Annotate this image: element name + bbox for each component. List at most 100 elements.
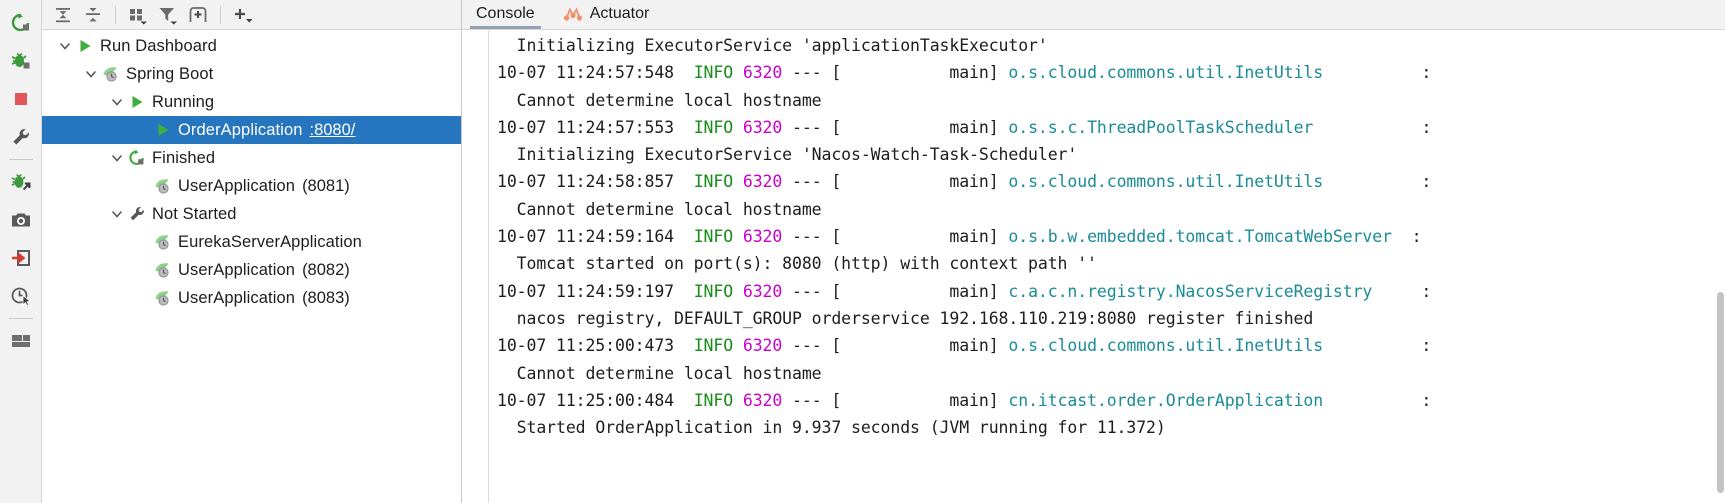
console-log-line: 10-07 11:25:00:484 INFO 6320 --- [ main]… bbox=[497, 387, 1725, 414]
tree-row-label: Spring Boot bbox=[126, 64, 214, 83]
console-output-area[interactable]: Initializing ExecutorService 'applicatio… bbox=[462, 30, 1725, 503]
log-segment-plain bbox=[733, 172, 743, 191]
log-segment-plain: : bbox=[1391, 227, 1422, 247]
log-segment-plain: --- [ main] bbox=[782, 172, 1009, 192]
camera-icon[interactable] bbox=[4, 201, 38, 239]
toolbar-separator-2 bbox=[220, 5, 221, 24]
console-gutter bbox=[462, 30, 489, 503]
log-segment-pid: 6320 bbox=[742, 227, 783, 247]
log-segment-pid: 6320 bbox=[742, 117, 783, 137]
spring-boot-leaf-icon bbox=[152, 177, 174, 195]
tree-row-userapplication[interactable]: UserApplication(8081) bbox=[42, 172, 461, 200]
tree-row-label: Running bbox=[152, 92, 215, 111]
import-arrow-icon[interactable] bbox=[4, 239, 38, 277]
expand-all-icon[interactable] bbox=[48, 2, 78, 28]
log-segment-plain: Initializing ExecutorService 'applicatio… bbox=[497, 36, 1048, 55]
log-segment-plain: Initializing ExecutorService 'Nacos-Watc… bbox=[497, 145, 1078, 165]
console-scrollbar[interactable] bbox=[1716, 0, 1725, 503]
chevron-down-icon[interactable] bbox=[56, 37, 74, 55]
log-segment-logger[interactable]: c.a.c.n.registry.NacosServiceRegistry bbox=[1008, 281, 1373, 301]
tree-row-label: Finished bbox=[152, 148, 216, 167]
run-green-triangle-icon bbox=[74, 37, 96, 55]
tree-row-orderapplication[interactable]: OrderApplication:8080/ bbox=[42, 116, 461, 144]
log-segment-plain: Started OrderApplication in 9.937 second… bbox=[497, 418, 1166, 438]
log-segment-plain: Cannot determine local hostname bbox=[497, 199, 822, 219]
tree-row-not-started[interactable]: Not Started bbox=[42, 200, 461, 228]
log-segment-pid: 6320 bbox=[742, 281, 783, 301]
chevron-down-icon[interactable] bbox=[108, 149, 126, 167]
log-segment-level: INFO bbox=[693, 336, 734, 356]
console-tabbar: Console Actuator bbox=[462, 0, 1725, 30]
log-segment-pid: 6320 bbox=[742, 63, 783, 83]
console-scrollbar-thumb[interactable] bbox=[1717, 291, 1724, 493]
layout-icon[interactable] bbox=[4, 322, 38, 360]
log-segment-level: INFO bbox=[693, 281, 734, 301]
console-log-line: 10-07 11:24:57:548 INFO 6320 --- [ main]… bbox=[497, 59, 1725, 86]
log-segment-logger[interactable]: o.s.cloud.commons.util.InetUtils bbox=[1008, 172, 1324, 192]
debug-attach-icon[interactable] bbox=[4, 163, 38, 201]
tree-row-eurekaserverapplication[interactable]: EurekaServerApplication bbox=[42, 228, 461, 256]
tree-row-finished[interactable]: Finished bbox=[42, 144, 461, 172]
tree-row-run-dashboard[interactable]: Run Dashboard bbox=[42, 32, 461, 60]
log-segment-plain: Cannot determine local hostname bbox=[497, 90, 822, 110]
log-segment-plain: 10-07 11:24:59:197 bbox=[497, 281, 694, 301]
log-segment-plain bbox=[733, 282, 743, 301]
log-segment-logger[interactable]: o.s.b.w.embedded.tomcat.TomcatWebServer bbox=[1008, 227, 1392, 247]
log-segment-plain: : bbox=[1323, 172, 1432, 192]
console-log-line: Initializing ExecutorService 'applicatio… bbox=[497, 32, 1725, 59]
clock-cursor-icon[interactable] bbox=[4, 277, 38, 315]
tree-row-port-link: (8083) bbox=[302, 288, 350, 307]
add-tab-icon[interactable] bbox=[183, 2, 213, 28]
tree-row-userapplication[interactable]: UserApplication(8082) bbox=[42, 256, 461, 284]
tree-row-userapplication[interactable]: UserApplication (8083) bbox=[42, 284, 461, 312]
console-log-line: Cannot determine local hostname bbox=[497, 360, 1725, 387]
chevron-down-icon[interactable] bbox=[108, 205, 126, 223]
log-segment-plain: --- [ main] bbox=[782, 336, 1009, 356]
tree-row-running[interactable]: Running bbox=[42, 88, 461, 116]
debug-icon[interactable] bbox=[4, 42, 38, 80]
log-segment-level: INFO bbox=[693, 63, 734, 83]
stop-icon[interactable] bbox=[4, 80, 38, 118]
log-segment-plain: Tomcat started on port(s): 8080 (http) w… bbox=[497, 254, 1097, 274]
add-icon[interactable] bbox=[228, 2, 258, 28]
log-segment-logger[interactable]: cn.itcast.order.OrderApplication bbox=[1008, 390, 1324, 410]
console-log-line: Started OrderApplication in 9.937 second… bbox=[497, 414, 1725, 441]
log-segment-plain: --- [ main] bbox=[782, 227, 1009, 247]
console-log: Initializing ExecutorService 'applicatio… bbox=[489, 30, 1725, 503]
tree-row-spring-boot[interactable]: Spring Boot bbox=[42, 60, 461, 88]
settings-wrench-icon[interactable] bbox=[4, 118, 38, 156]
log-segment-plain: : bbox=[1313, 117, 1432, 137]
log-segment-logger[interactable]: o.s.cloud.commons.util.InetUtils bbox=[1008, 63, 1324, 83]
spring-boot-leaf-icon bbox=[152, 233, 174, 251]
tree-row-label: UserApplication bbox=[178, 288, 296, 307]
console-log-line: nacos registry, DEFAULT_GROUP orderservi… bbox=[497, 305, 1725, 332]
log-segment-plain: 10-07 11:24:59:164 bbox=[497, 227, 694, 247]
console-log-line: Cannot determine local hostname bbox=[497, 87, 1725, 114]
log-segment-plain bbox=[733, 391, 743, 410]
filter-icon[interactable] bbox=[153, 2, 183, 28]
chevron-down-icon[interactable] bbox=[82, 65, 100, 83]
log-segment-logger[interactable]: o.s.s.c.ThreadPoolTaskScheduler bbox=[1008, 117, 1314, 137]
log-segment-level: INFO bbox=[693, 172, 734, 192]
console-log-line: 10-07 11:24:59:197 INFO 6320 --- [ main]… bbox=[497, 278, 1725, 305]
collapse-all-icon[interactable] bbox=[78, 2, 108, 28]
log-segment-plain: Cannot determine local hostname bbox=[497, 363, 822, 383]
group-by-icon[interactable] bbox=[123, 2, 153, 28]
tab-console-label: Console bbox=[476, 5, 535, 22]
log-segment-level: INFO bbox=[693, 390, 734, 410]
tab-console[interactable]: Console bbox=[462, 0, 549, 29]
log-segment-logger[interactable]: o.s.cloud.commons.util.InetUtils bbox=[1008, 336, 1324, 356]
log-segment-plain: 10-07 11:25:00:473 bbox=[497, 336, 694, 356]
tree-row-label: EurekaServerApplication bbox=[178, 232, 362, 251]
tab-actuator[interactable]: Actuator bbox=[549, 0, 664, 29]
chevron-down-icon[interactable] bbox=[108, 93, 126, 111]
log-segment-plain bbox=[733, 336, 743, 355]
log-segment-plain bbox=[733, 118, 743, 137]
console-log-line: 10-07 11:24:58:857 INFO 6320 --- [ main]… bbox=[497, 168, 1725, 195]
tree-row-label: UserApplication bbox=[178, 260, 296, 279]
tree-row-port-link[interactable]: :8080/ bbox=[309, 120, 356, 139]
rerun-icon[interactable] bbox=[4, 4, 38, 42]
console-log-line: Initializing ExecutorService 'Nacos-Watc… bbox=[497, 141, 1725, 168]
console-log-line: 10-07 11:25:00:473 INFO 6320 --- [ main]… bbox=[497, 332, 1725, 359]
